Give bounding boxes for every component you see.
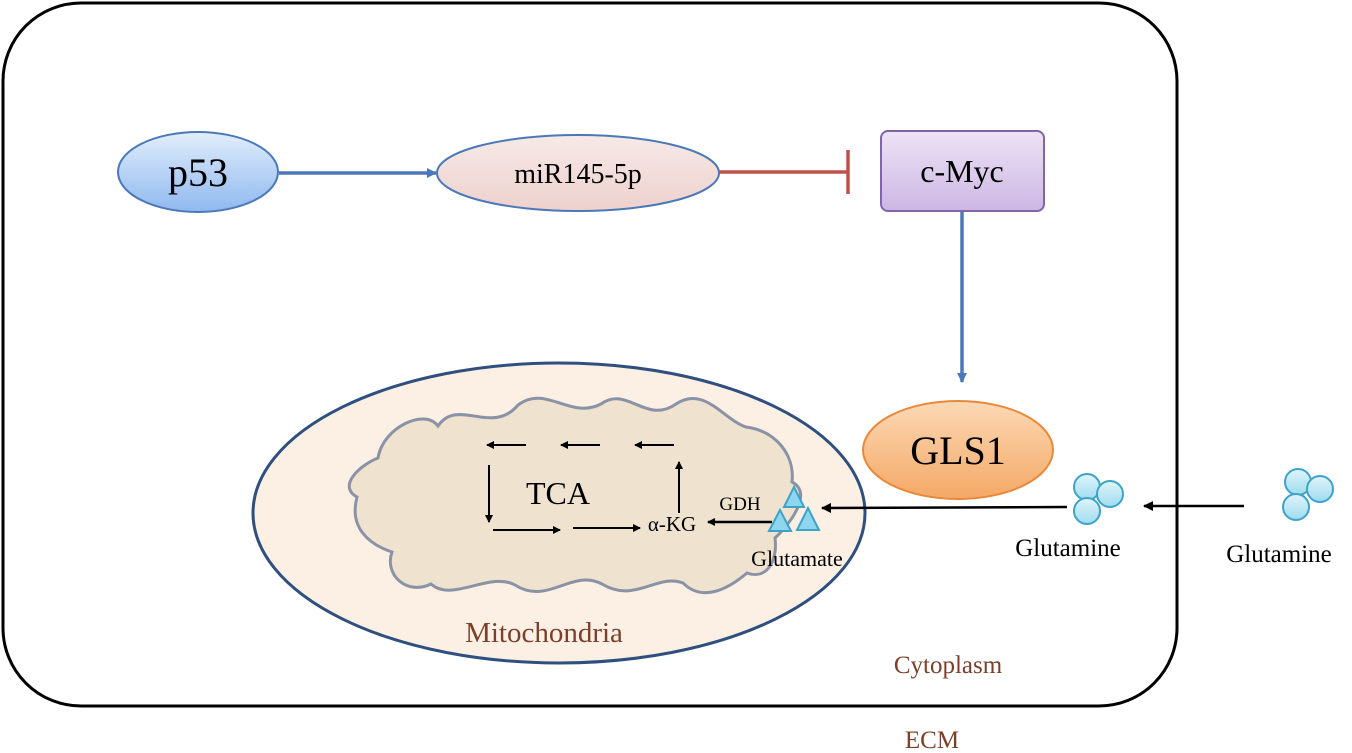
cmyc-label: c-Myc <box>920 153 1004 189</box>
p53-node: p53 <box>117 131 279 213</box>
mir145-node: miR145-5p <box>436 134 720 212</box>
tca-label: TCA <box>526 475 590 511</box>
glutamine-molecule-inside <box>1073 473 1124 525</box>
glutamate-triangle <box>795 505 821 531</box>
mitochondrion-cristae <box>348 396 803 595</box>
gls1-label: GLS1 <box>910 428 1006 473</box>
glutamine-inside-label: Glutamine <box>1015 535 1121 562</box>
mitochondria-label: Mitochondria <box>465 617 623 649</box>
ecm-label: ECM <box>905 727 959 753</box>
glutamate-triangle <box>767 507 793 532</box>
glutamate-triangle <box>782 484 806 508</box>
glutamate-molecules <box>767 484 821 532</box>
mir145-label: miR145-5p <box>514 159 642 190</box>
gdh-label: GDH <box>719 494 760 515</box>
glutamine-outside-label: Glutamine <box>1226 541 1332 568</box>
akg-label: α-KG <box>648 512 696 536</box>
glutamine-to-glutamate-arrow <box>821 502 1068 513</box>
glutamate-label: Glutamate <box>751 546 843 571</box>
cmyc-node: c-Myc <box>880 130 1045 212</box>
gls1-node: GLS1 <box>862 400 1054 500</box>
glutamine-molecule-outside <box>1282 468 1334 521</box>
p53-label: p53 <box>168 150 228 195</box>
cytoplasm-label: Cytoplasm <box>894 652 1003 679</box>
tca-cycle-arrows <box>485 441 772 534</box>
